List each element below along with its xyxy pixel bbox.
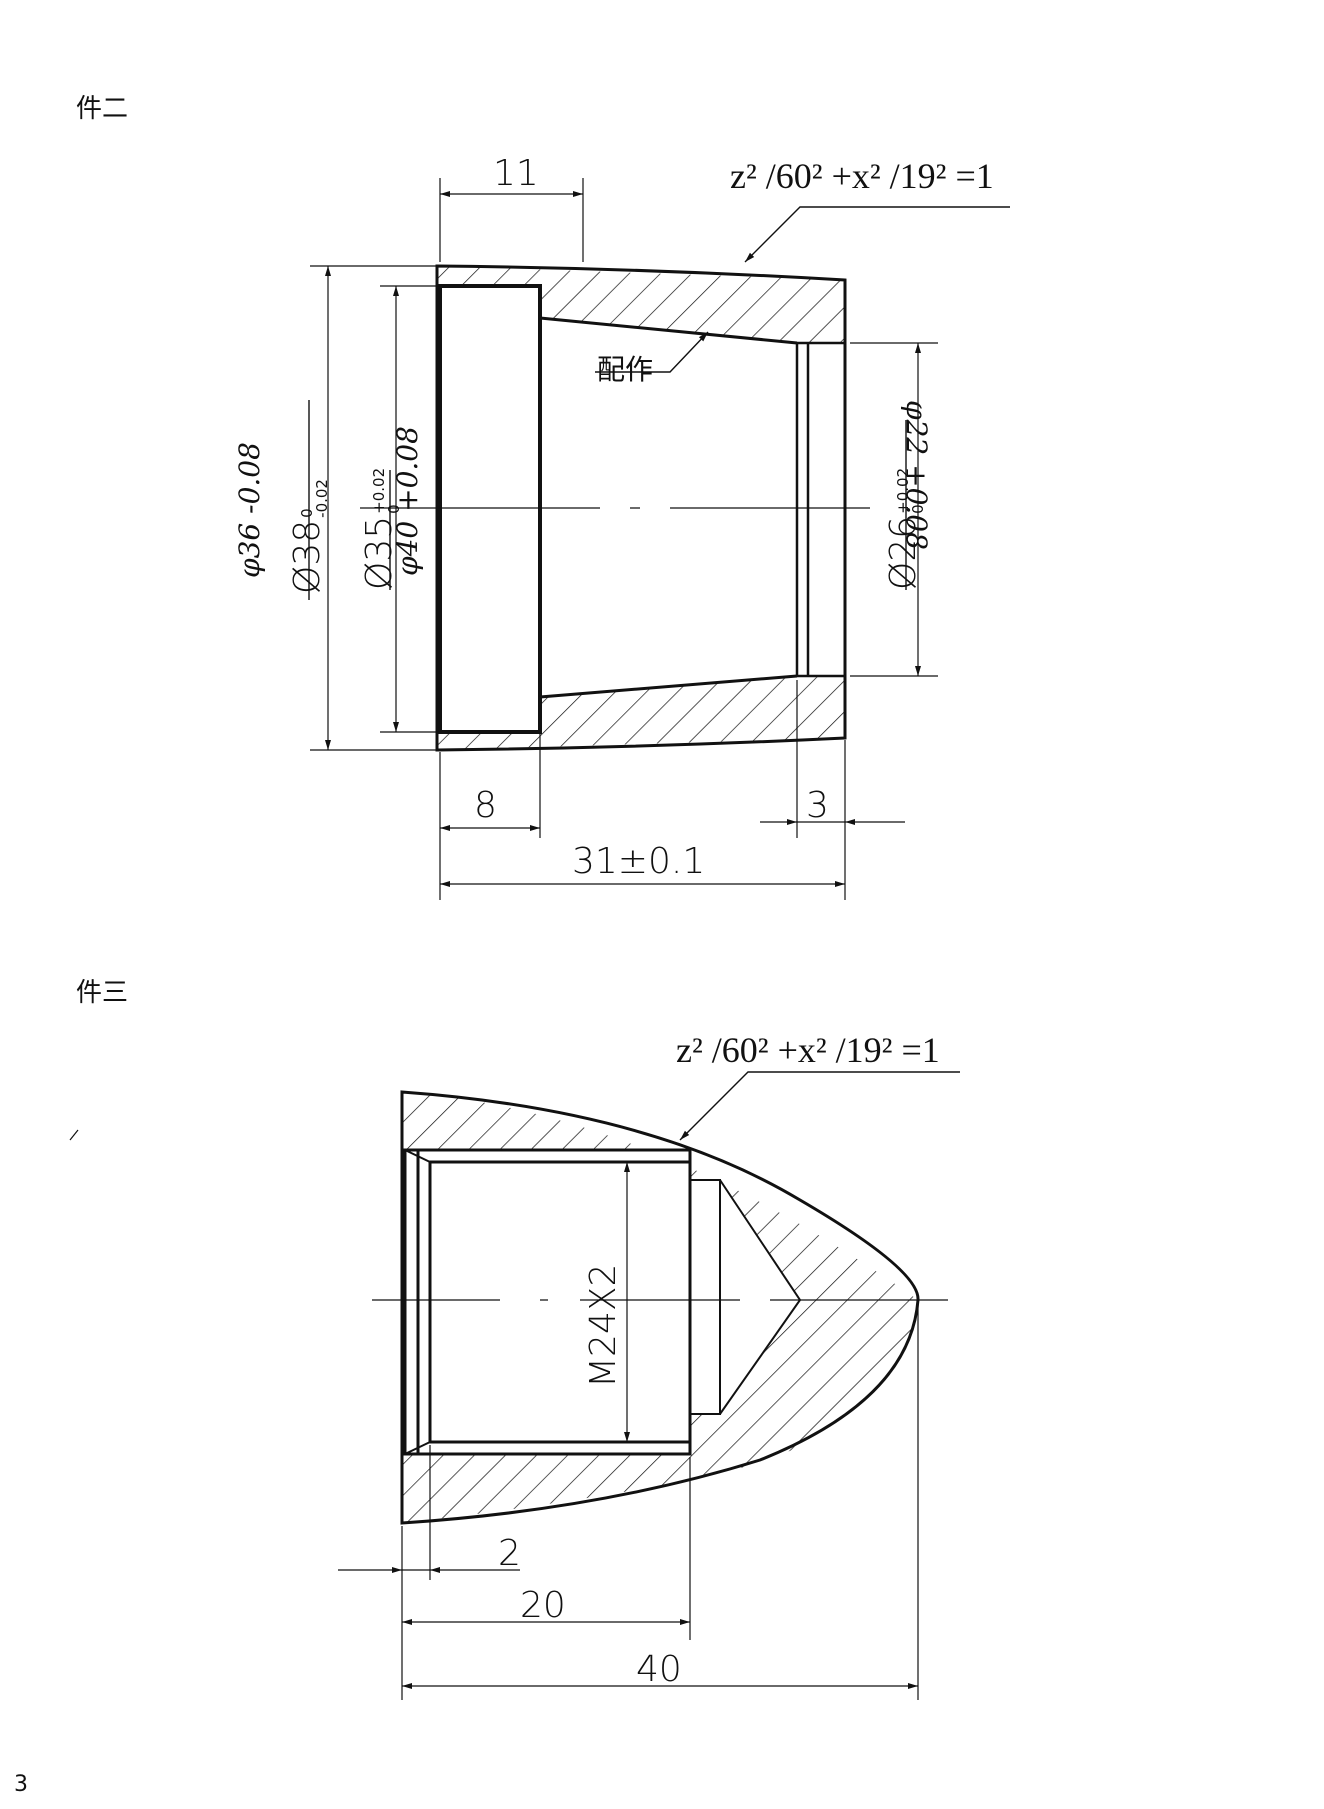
part3-dim-20: 20 <box>520 1585 566 1626</box>
part3-dim-thread: M24X2 <box>583 1263 624 1388</box>
part2-counterbore <box>438 284 542 734</box>
part2-dim-d38: Ø38 0 -0.02 <box>287 479 331 594</box>
part2-handwritten-left-a: φ36 -0.08 <box>233 442 266 578</box>
part2-outer-profile <box>435 264 847 752</box>
part2-right-step <box>795 341 845 678</box>
part2-note-fit: 配作 <box>597 353 654 386</box>
part3-equation: z² /60² +x² /19² =1 <box>676 1030 940 1070</box>
part2-section-bottom <box>437 676 845 750</box>
part3-section <box>402 1092 918 1523</box>
part2-dim-11: 11 <box>493 153 539 194</box>
part3-dim-40: 40 <box>636 1649 682 1690</box>
part2-handwritten-left-b: φ40 +0.08 <box>391 426 424 576</box>
part2-dim-8: 8 <box>474 785 497 826</box>
part3-thread-bore <box>403 1148 692 1456</box>
part2-drawing <box>308 178 1010 900</box>
part2-handwritten-right: φ22 +0.08 <box>900 400 933 550</box>
part2-taper-bottom <box>539 674 798 699</box>
part2-dim-overall: 31±0.1 <box>572 841 706 882</box>
part2-taper-top <box>539 316 798 345</box>
part2-dim-3: 3 <box>806 785 829 826</box>
part2-equation: z² /60² +x² /19² =1 <box>730 156 994 196</box>
part3-dim-2: 2 <box>498 1533 521 1574</box>
part3-drawing <box>338 1071 960 1700</box>
section-heading-part3: 件三 <box>76 978 129 1008</box>
part3-outer-profile <box>400 1090 920 1525</box>
section-heading-part2: 件二 <box>76 94 129 124</box>
page-number: 3 <box>14 1772 28 1797</box>
